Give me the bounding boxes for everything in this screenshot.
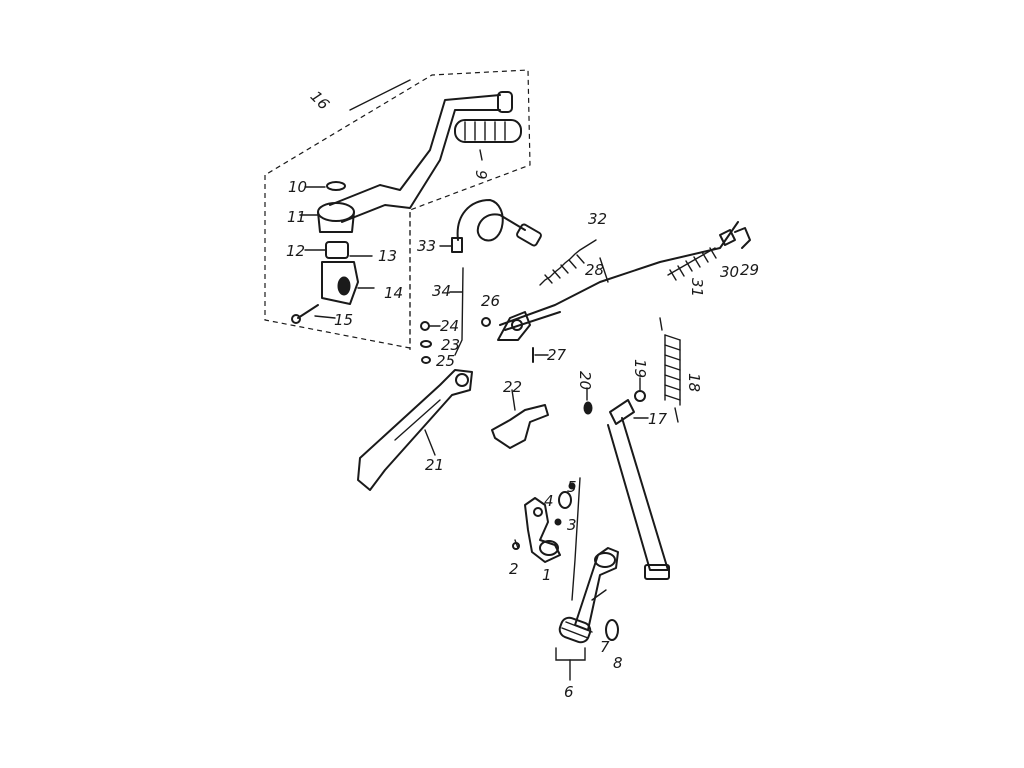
label-28: 28: [585, 261, 604, 279]
kick-starter-group: [264, 69, 531, 349]
label-6: 6: [564, 683, 574, 701]
stand-spring: [659, 317, 681, 423]
label-33: 33: [417, 237, 436, 255]
label-10: 10: [288, 178, 307, 196]
label-4: 4: [544, 492, 554, 510]
label-18: 18: [685, 373, 703, 392]
brake-rod-assembly: [481, 221, 751, 341]
side-stand: [607, 417, 670, 580]
shift-pedal: [555, 547, 619, 681]
label-12: 12: [286, 242, 305, 260]
label-13: 13: [378, 247, 397, 265]
label-32: 32: [588, 210, 607, 228]
label-23: 23: [441, 336, 460, 354]
clutch-cable: [439, 199, 542, 253]
label-26: 26: [481, 292, 500, 310]
washer-20: [583, 401, 593, 415]
label-9: 9: [472, 170, 490, 180]
label-30: 30: [720, 263, 739, 281]
label-14: 14: [384, 284, 403, 302]
label-15: 15: [334, 311, 353, 329]
label-17: 17: [648, 410, 668, 428]
label-20: 20: [576, 371, 594, 390]
label-3: 3: [567, 516, 577, 534]
label-1: 1: [542, 566, 552, 584]
label-24: 24: [440, 317, 459, 335]
shift-pivot: [512, 477, 581, 601]
label-5: 5: [567, 478, 577, 496]
label-31: 31: [688, 278, 706, 297]
part-labels: 16 9 10 11 12 13 14 15 33 34 24 23 25 26…: [286, 87, 759, 701]
bracket-22: [491, 389, 549, 449]
label-2: 2: [509, 560, 519, 578]
small-parts-group: [409, 212, 464, 364]
brake-pedal: [357, 369, 473, 491]
label-34: 34: [432, 282, 451, 300]
stand-bracket: [609, 377, 649, 425]
label-19: 19: [631, 359, 649, 378]
label-7: 7: [600, 638, 610, 656]
label-27: 27: [547, 346, 567, 364]
label-21: 21: [425, 456, 444, 474]
label-11: 11: [287, 208, 306, 226]
label-29: 29: [740, 261, 759, 279]
label-8: 8: [613, 654, 623, 672]
label-16: 16: [307, 87, 333, 113]
label-25: 25: [436, 352, 455, 370]
label-22: 22: [503, 378, 522, 396]
